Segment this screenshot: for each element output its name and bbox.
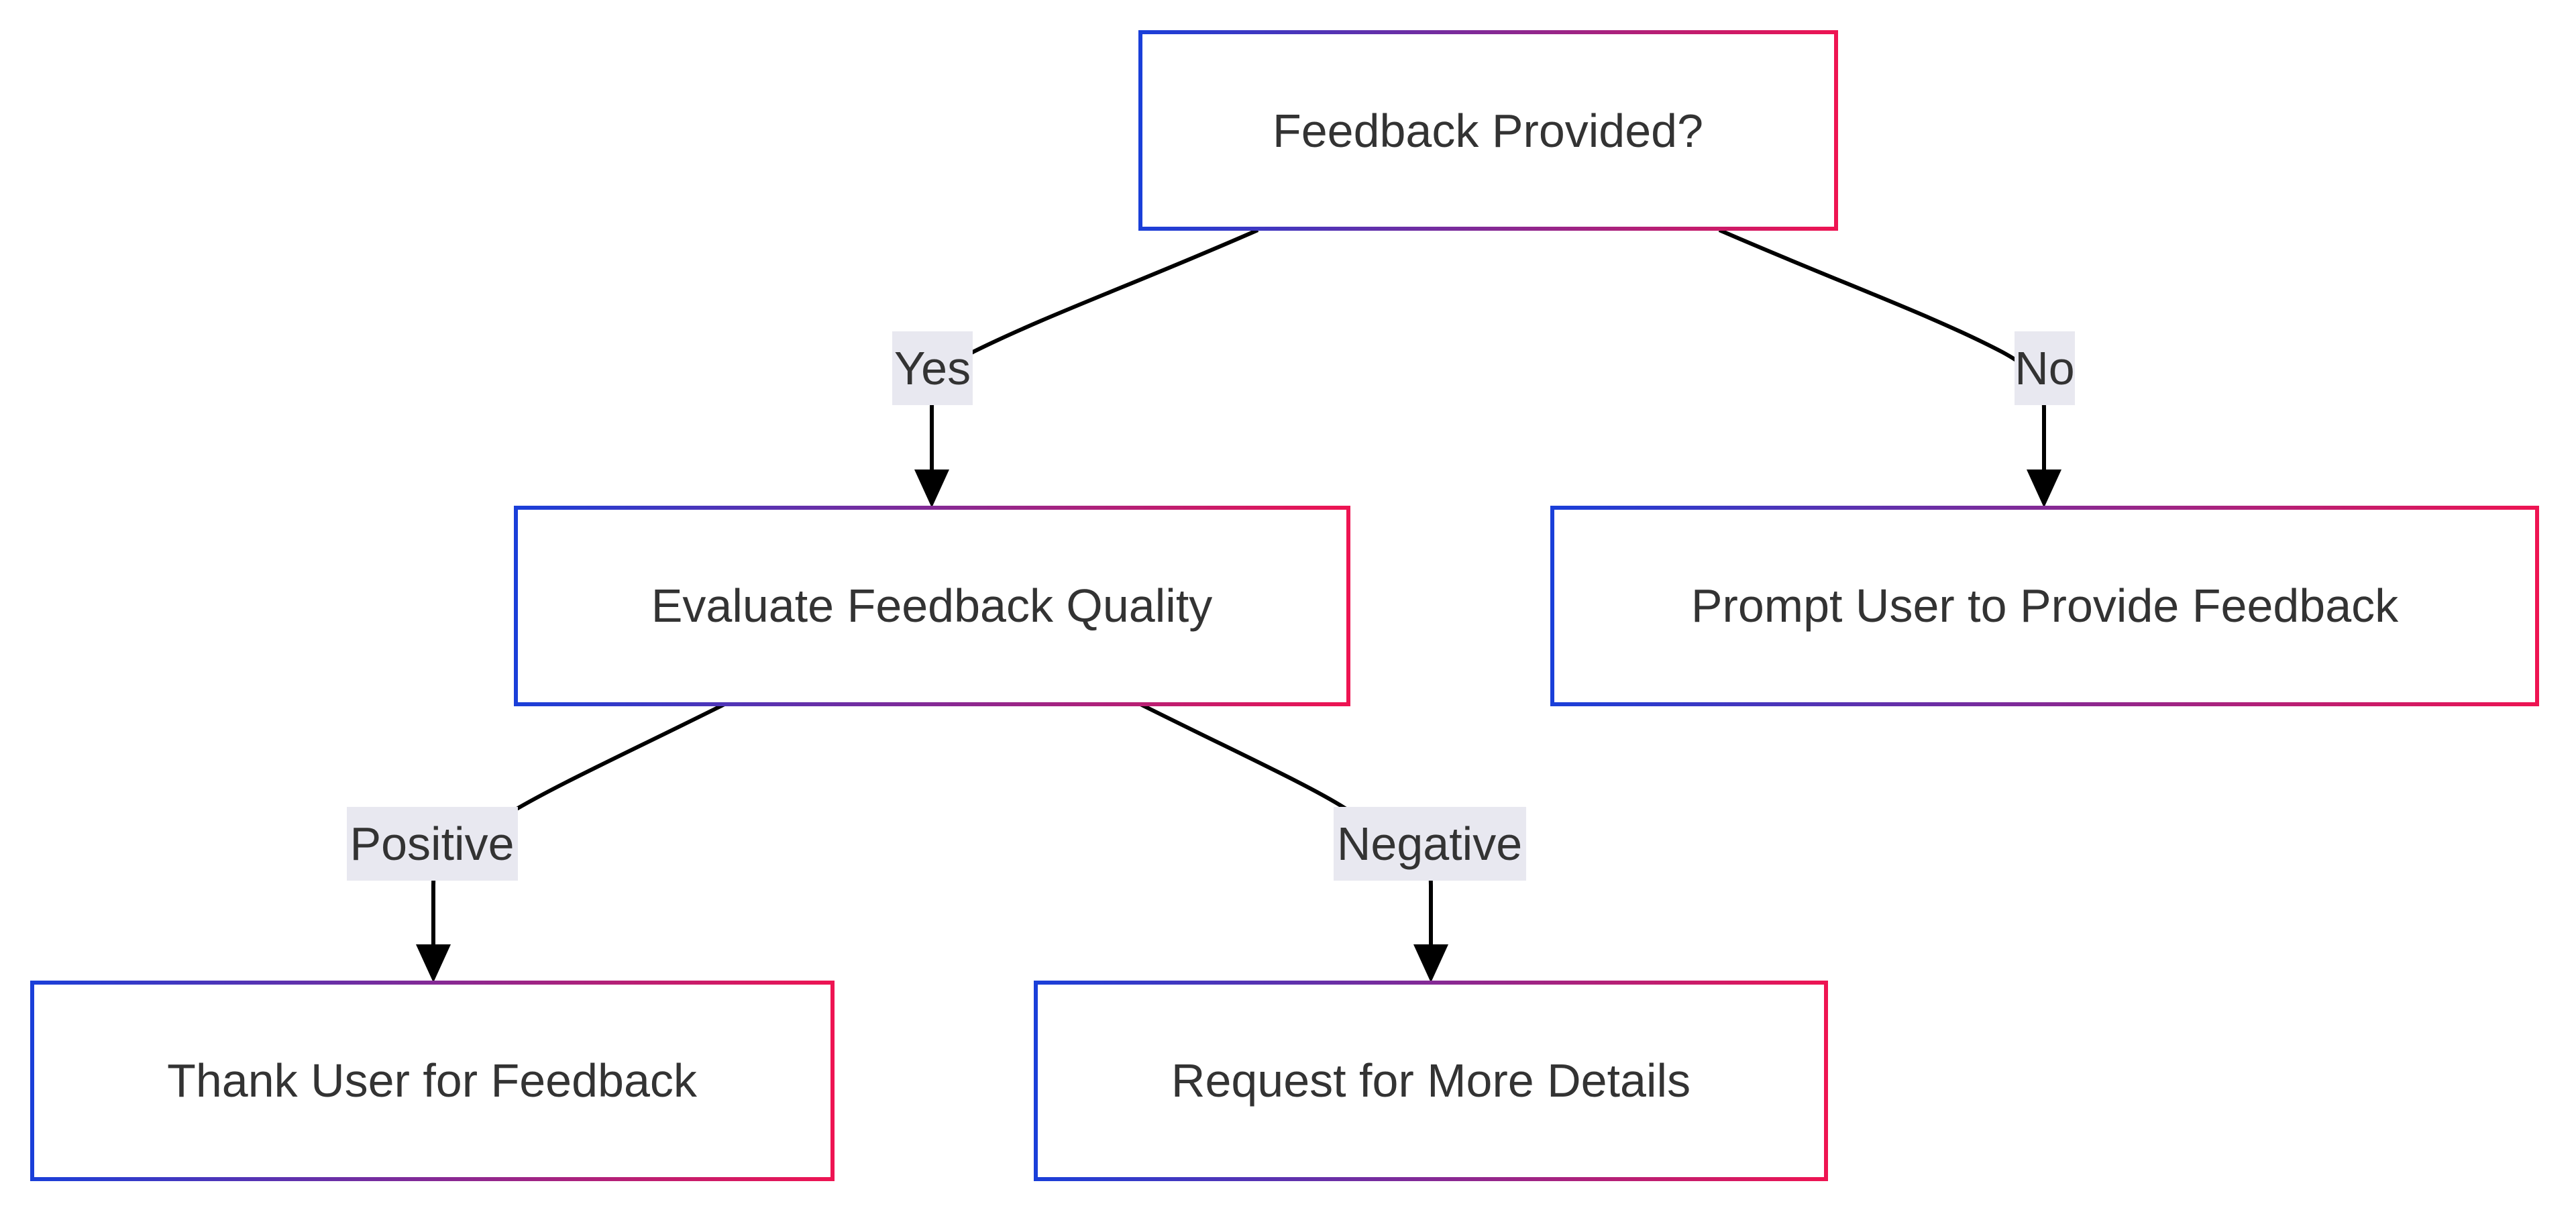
node-evaluate-quality-box <box>514 506 1350 706</box>
edge-yes: Yes <box>892 228 1259 508</box>
node-request-details-box <box>1034 981 1828 1181</box>
node-evaluate-quality: Evaluate Feedback Quality <box>514 506 1350 706</box>
node-evaluate-quality-label: Evaluate Feedback Quality <box>651 580 1213 632</box>
node-prompt-user-box <box>1550 506 2539 706</box>
edge-no-label-bg <box>2015 331 2075 405</box>
node-thank-user-label: Thank User for Feedback <box>167 1054 698 1107</box>
node-prompt-user: Prompt User to Provide Feedback <box>1550 506 2539 706</box>
edge-no: No <box>1718 228 2075 508</box>
edge-no-label: No <box>2015 342 2074 394</box>
node-request-details-label: Request for More Details <box>1171 1054 1690 1107</box>
edge-no-line <box>1718 228 2046 470</box>
edge-negative-arrowhead <box>1413 944 1448 983</box>
node-request-details: Request for More Details <box>1034 981 1828 1181</box>
node-thank-user-box <box>30 981 835 1181</box>
node-feedback-provided-label: Feedback Provided? <box>1273 105 1703 157</box>
node-feedback-provided: Feedback Provided? <box>1138 30 1838 231</box>
edge-yes-label: Yes <box>894 342 971 394</box>
edge-yes-arrowhead <box>914 470 949 508</box>
node-prompt-user-label: Prompt User to Provide Feedback <box>1691 580 2399 632</box>
edge-negative-label: Negative <box>1337 818 1522 870</box>
node-thank-user: Thank User for Feedback <box>30 981 835 1181</box>
edge-yes-label-bg <box>892 331 973 405</box>
edge-positive-label-bg <box>347 807 518 881</box>
edge-positive-arrowhead <box>416 944 451 983</box>
edge-yes-line <box>930 228 1259 470</box>
edge-negative: Negative <box>1139 702 1526 983</box>
edge-negative-label-bg <box>1334 807 1526 881</box>
edge-positive-label: Positive <box>350 818 514 870</box>
node-feedback-provided-box <box>1138 30 1838 231</box>
edge-positive: Positive <box>347 702 726 983</box>
edge-no-arrowhead <box>2027 470 2061 508</box>
